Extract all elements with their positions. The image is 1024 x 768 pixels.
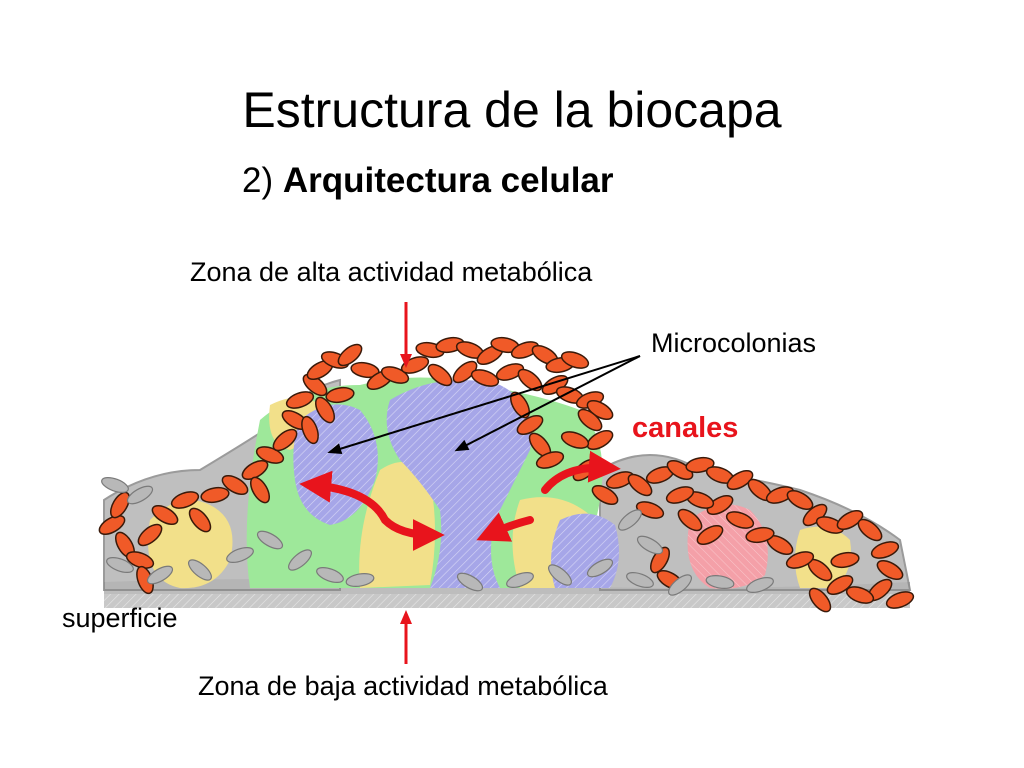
channel-arrow-right xyxy=(541,450,621,494)
grey-cell xyxy=(506,572,534,588)
subtitle-text: Arquitectura celular xyxy=(282,161,614,200)
low-activity-zone-label: Zona de baja actividad metabólica xyxy=(198,671,608,701)
page-title: Estructura de la biocapa xyxy=(242,82,782,138)
cell xyxy=(516,414,544,436)
cell xyxy=(560,431,590,449)
cell xyxy=(726,469,754,491)
grey-cell xyxy=(626,572,654,588)
grey-cell xyxy=(345,573,375,587)
grey-cell xyxy=(106,557,134,573)
cell xyxy=(188,507,212,533)
cell xyxy=(325,386,355,404)
grey-cells xyxy=(101,477,774,596)
cell xyxy=(577,408,603,432)
grey-cell xyxy=(668,574,692,596)
grey-cell xyxy=(746,577,774,593)
surface-label: superficie xyxy=(62,603,178,633)
cell xyxy=(137,523,163,547)
grey-cell xyxy=(146,565,174,585)
channels-label: canales xyxy=(632,412,739,444)
grey-cell xyxy=(636,535,664,555)
cell xyxy=(170,491,200,509)
cell xyxy=(337,343,363,367)
grey-cell xyxy=(288,549,312,571)
channel-arrow-center xyxy=(476,512,534,542)
cell xyxy=(302,373,328,397)
cell xyxy=(560,351,590,369)
grey-cell xyxy=(705,575,735,589)
cell xyxy=(509,391,531,419)
cell xyxy=(586,429,614,451)
cell xyxy=(845,586,875,604)
zone-indicator-arrows xyxy=(400,302,412,664)
grey-cell xyxy=(316,567,344,583)
cell xyxy=(200,486,230,504)
grey-cell xyxy=(618,509,642,531)
cell xyxy=(786,489,814,511)
cell xyxy=(301,415,319,445)
grey-cell xyxy=(188,559,212,581)
cell xyxy=(745,526,775,544)
cell xyxy=(836,509,864,531)
cell xyxy=(677,508,703,532)
subtitle-number: 2) xyxy=(242,161,274,200)
cell xyxy=(826,574,854,596)
cell xyxy=(725,511,755,529)
grey-cell xyxy=(256,530,284,550)
cell xyxy=(535,451,565,469)
cell xyxy=(427,363,453,387)
cell xyxy=(785,551,815,569)
grey-cell xyxy=(101,477,129,493)
cell xyxy=(635,501,665,519)
cell xyxy=(857,518,883,542)
cell xyxy=(151,504,179,526)
cell xyxy=(808,587,832,613)
cell xyxy=(517,368,543,392)
grey-cell xyxy=(586,558,614,578)
cell xyxy=(495,363,525,381)
orange-cells xyxy=(98,336,915,613)
grey-cell xyxy=(456,572,484,592)
cell xyxy=(591,484,619,506)
grey-cell xyxy=(226,547,254,563)
cell xyxy=(109,491,131,519)
cell xyxy=(830,551,860,569)
cell xyxy=(98,514,126,536)
yellow-matrix-far-right xyxy=(795,526,851,588)
cell xyxy=(125,551,155,569)
cell xyxy=(885,591,915,609)
channel-flow-arrows xyxy=(299,450,621,551)
cell xyxy=(452,360,478,384)
cell xyxy=(241,459,269,481)
cell xyxy=(249,476,271,504)
grey-cell xyxy=(126,485,154,505)
cell xyxy=(470,369,500,387)
cell xyxy=(870,541,900,559)
cell xyxy=(272,428,298,452)
channel-arrow-left xyxy=(299,470,445,551)
cell xyxy=(876,559,904,581)
grey-cell xyxy=(548,564,572,586)
high-activity-zone-label: Zona de alta actividad metabólica xyxy=(190,257,593,287)
cell xyxy=(285,391,315,409)
cell xyxy=(696,524,724,546)
microcolonies-label: Microcolonias xyxy=(651,328,817,358)
pointer-left xyxy=(327,355,641,455)
pointer-right xyxy=(454,355,641,452)
cell xyxy=(649,546,671,574)
microcolony-pointers xyxy=(327,355,641,455)
cell xyxy=(665,486,695,504)
cell xyxy=(706,494,734,516)
cell xyxy=(666,459,694,481)
subtitle: 2) Arquitectura celular xyxy=(242,160,614,202)
cell xyxy=(627,473,653,497)
cell xyxy=(314,396,336,424)
cell xyxy=(221,474,249,496)
